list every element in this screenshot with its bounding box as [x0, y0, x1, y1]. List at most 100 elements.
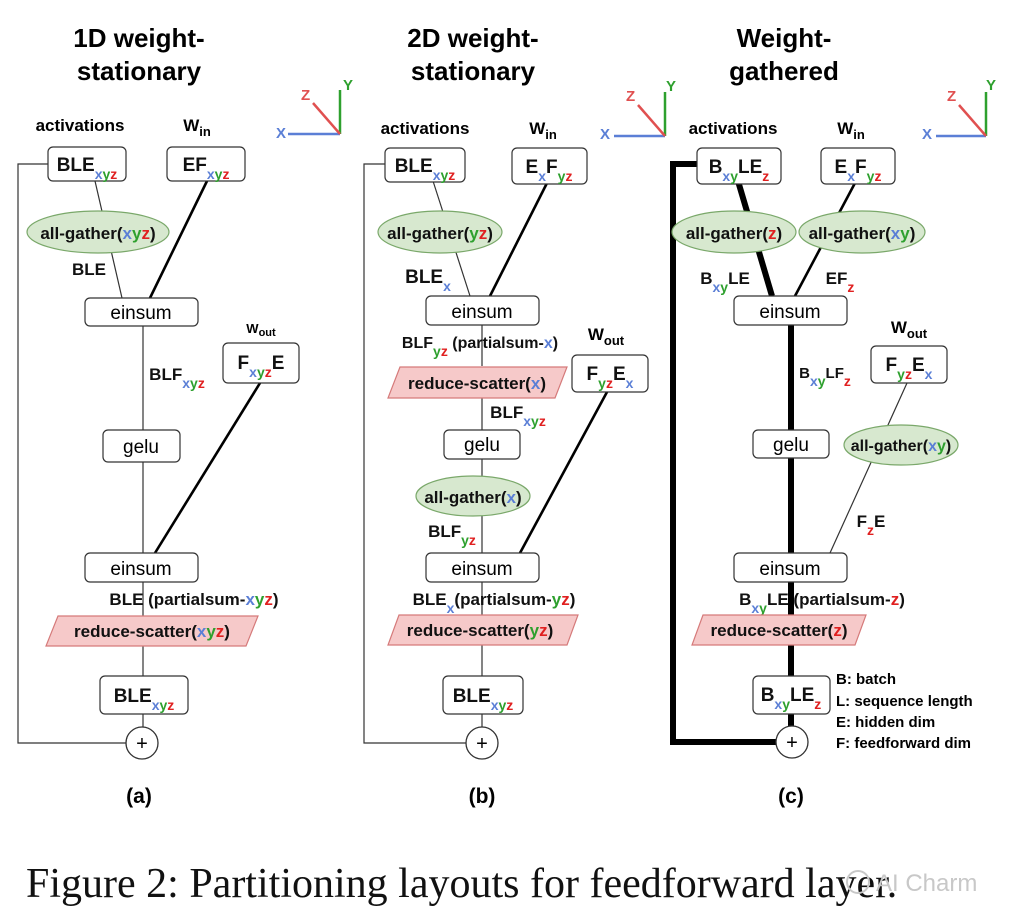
panel-c-partialsum-label: BxyLE (partialsum-z) [739, 590, 905, 616]
panel-b-gelu-node: gelu [443, 429, 521, 460]
panel-a-wout-label: Wout [246, 321, 276, 339]
panel-c-allgather-xy-label: all-gather(xy) [809, 224, 916, 243]
panel-c-einsum2-text: einsum [759, 559, 820, 580]
panel-c-wout-W: W [891, 318, 908, 337]
a-wout-label: FxyzE [238, 353, 285, 380]
panel-c-gelu-node: gelu [752, 429, 830, 459]
panel-c-fze-label: FzE [857, 512, 886, 538]
b-out-label: BLExyz [453, 686, 514, 713]
panel-c-win-W: W [837, 119, 854, 138]
panel-b-wout-label: Wout [588, 325, 625, 348]
panel-b-title-line2: stationary [411, 56, 536, 86]
panel-a-einsum1-node: einsum [84, 297, 199, 327]
c-out-label: BxyLEz [761, 685, 822, 712]
panel-c-wout-to-einsum-line [829, 382, 908, 554]
panel-a-allgather-label: all-gather(xyz) [40, 224, 155, 243]
panel-b-residual-line [363, 163, 466, 744]
panel-c-ef-label: EFz [826, 269, 855, 295]
panel-a-reducescatter-shape [45, 615, 259, 647]
panel-b-allgather2-ellipse [415, 475, 531, 517]
panel-b-einsum2-text: einsum [451, 559, 512, 580]
panel-a-plus: + [136, 733, 148, 755]
axis-x-label: X [600, 126, 610, 143]
panel-a-win-W: W [183, 116, 200, 135]
panel-c-reducescatter-shape [691, 614, 867, 646]
panel-b-win-label: Win [529, 119, 557, 142]
panel-c-allgather-wout-ellipse [843, 424, 959, 466]
panel-a-einsum2-text: einsum [110, 559, 171, 580]
a-act-label: BLExyz [57, 155, 118, 182]
c-act-label: BxyLEz [709, 157, 770, 184]
panel-c-reducescatter-label: reduce-scatter(z) [711, 621, 848, 640]
panel-b-blf-yz-label: BLFyz [428, 522, 476, 548]
axis-z-line [958, 104, 987, 137]
panel-b-einsum1-node: einsum [425, 295, 540, 326]
panel-b: 2D weight- stationary activations Win BL… [363, 23, 649, 808]
axes-icon-c: X Y Z [922, 77, 996, 143]
panel-a-title-line1: 1D weight- [73, 23, 204, 53]
panel-a-allgather-ellipse [26, 210, 170, 254]
panel-c-blf-label: BxyLFz [799, 365, 851, 389]
panel-a-activations-node: BLExyz [47, 146, 127, 182]
panel-b-blf-label: BLFxyz [490, 403, 546, 429]
panel-c-wout-label: Wout [891, 318, 928, 341]
panel-a-wout-node: FxyzE [222, 342, 300, 384]
c-win-label: ExFyz [835, 157, 882, 184]
watermark-logo-icon [846, 870, 870, 894]
panel-a-reducescatter-label: reduce-scatter(xyz) [74, 622, 230, 641]
panel-b-gelu-text: gelu [464, 435, 500, 456]
axis-z-line [637, 104, 666, 137]
a-out-label: BLExyz [114, 686, 175, 713]
panel-b-activations-label: activations [381, 119, 470, 138]
panel-c-win-sub: in [853, 127, 865, 142]
panel-b-activations-node: BLExyz [384, 147, 466, 183]
panel-a-sublabel: (a) [126, 785, 152, 808]
panel-a-gelu-text: gelu [123, 437, 159, 458]
panel-b-allgather2-label: all-gather(x) [424, 488, 521, 507]
b-act-label: BLExyz [395, 156, 456, 183]
panel-c-einsum1-text: einsum [759, 302, 820, 323]
panel-c-output-node: BxyLEz [752, 675, 831, 715]
panel-a-activations-label: activations [36, 116, 125, 135]
legend-hidden-dim: E: hidden dim [836, 714, 935, 731]
panel-b-reducescatter2-shape [387, 614, 579, 646]
panel-b-blf-partialsum-label: BLFyz (partialsum-x) [402, 335, 558, 359]
panel-c-allgather-xy-ellipse [798, 210, 926, 254]
c-wout-label: FyzEx [886, 355, 933, 382]
legend-sequence-length: L: sequence length [836, 693, 973, 710]
panel-a-blf-label: BLFxyz [149, 365, 205, 391]
panel-c-allgather-z-label: all-gather(z) [686, 224, 782, 243]
panel-c-wout-sub: out [907, 326, 928, 341]
panel-b-allgather-label: all-gather(yz) [387, 224, 493, 243]
watermark: AI Charm [846, 870, 977, 897]
panel-a-einsum2-node: einsum [84, 552, 199, 583]
axis-y-label: Y [986, 77, 996, 94]
panel-a-einsum1-text: einsum [110, 303, 171, 324]
panel-b-allgather-ellipse [377, 210, 503, 254]
legend-feedforward-dim: F: feedforward dim [836, 735, 971, 752]
axis-y-label: Y [666, 78, 676, 95]
axis-x-label: X [276, 125, 286, 142]
panel-b-win-to-einsum-line [488, 182, 549, 297]
panel-a: 1D weight- stationary activations Win BL… [17, 23, 300, 808]
axis-y-label: Y [343, 77, 353, 94]
panel-a-residual-line [17, 163, 126, 744]
panel-c-title-line1: Weight- [737, 23, 832, 53]
panel-b-add-node [465, 726, 499, 760]
panel-c: Weight- gathered activations Win BxyLEz … [670, 23, 973, 808]
panel-c-title-line2: gathered [729, 56, 839, 86]
panel-c-add-node [775, 725, 809, 759]
panel-a-win-node: EFxyz [166, 146, 246, 182]
panel-b-wout-to-einsum-line [518, 391, 609, 554]
axis-z-label: Z [626, 88, 635, 105]
panel-b-sublabel: (b) [469, 785, 496, 808]
panel-b-wout-W: W [588, 325, 605, 344]
panel-b-einsum1-text: einsum [451, 302, 512, 323]
panel-a-win-sub: in [199, 124, 211, 139]
panel-c-einsum2-node: einsum [733, 552, 848, 583]
a-win-label: EFxyz [183, 155, 230, 182]
panel-c-sublabel: (c) [778, 785, 804, 808]
panel-b-einsum2-node: einsum [425, 552, 540, 583]
panel-b-reducescatter2-label: reduce-scatter(yz) [407, 621, 553, 640]
